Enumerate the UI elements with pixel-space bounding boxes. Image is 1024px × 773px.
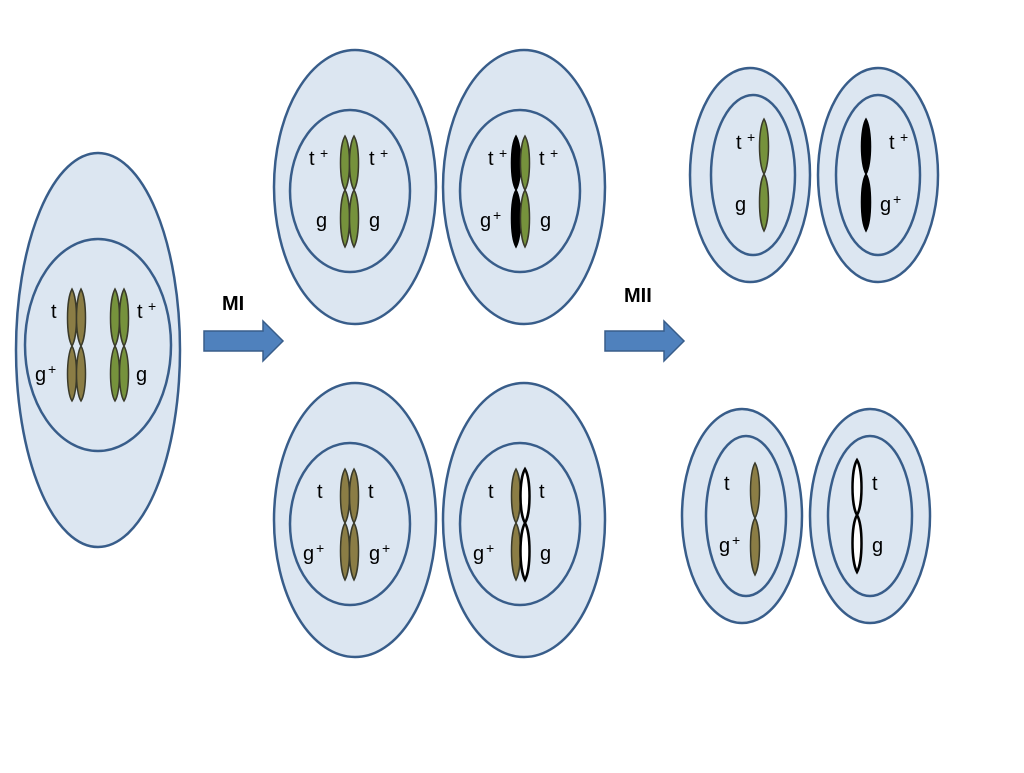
cell-nucleus [458, 108, 582, 274]
mi-bottom-cell-2: t t g + g [441, 381, 607, 659]
chromatid [749, 461, 761, 577]
cell-nucleus [834, 93, 922, 257]
chromatid [75, 287, 87, 403]
cell-nucleus [704, 434, 788, 598]
chromatid [860, 117, 872, 233]
plus-sign: + [732, 532, 740, 548]
cell-nucleus [709, 93, 797, 257]
plus-sign: + [48, 361, 56, 377]
chromatid [758, 117, 770, 233]
cell-nucleus [826, 434, 914, 598]
chromatid [109, 287, 121, 403]
parent-chromosome-olive [66, 287, 87, 403]
step-label-mi: MI [222, 293, 244, 315]
gene-label: g [473, 543, 484, 565]
gene-label: t [368, 481, 374, 503]
mi-top-cell-2: t + t + g + g [441, 48, 607, 326]
mi-bottom-cell-1: t t g + g + [272, 381, 438, 659]
plus-sign: + [893, 191, 901, 207]
gene-label: t [724, 473, 730, 495]
gene-label: g [136, 364, 147, 386]
mii-top-cell-1: t + g [688, 66, 812, 284]
chromatid [339, 134, 351, 249]
chromatid [339, 467, 351, 582]
gene-label: t [137, 301, 143, 323]
chromatid [519, 466, 531, 583]
gene-label: t [872, 473, 878, 495]
mii-bottom-cell-1: t g + [680, 407, 804, 625]
plus-sign: + [380, 145, 388, 161]
mii-arrow: MII [604, 285, 686, 363]
gene-label: g [369, 210, 380, 232]
plus-sign: + [148, 298, 156, 314]
gene-label: g [35, 364, 46, 386]
mi-arrow: MI [203, 293, 285, 363]
gene-label: t [488, 481, 494, 503]
gene-label: t [309, 148, 315, 170]
mi-top-cell-1: t + t + g g [272, 48, 438, 326]
step-label-mii: MII [624, 285, 652, 307]
chromatid [118, 287, 130, 403]
plus-sign: + [550, 145, 558, 161]
chromatid [510, 467, 522, 582]
cell-nucleus [458, 441, 582, 607]
gene-label: g [316, 210, 327, 232]
plus-sign: + [493, 207, 501, 223]
plus-sign: + [499, 145, 507, 161]
gene-label: g [303, 543, 314, 565]
plus-sign: + [316, 540, 324, 556]
chromatid [348, 134, 360, 249]
parent-chromosome-green [109, 287, 130, 403]
gene-label: g [369, 543, 380, 565]
arrow-right-icon [203, 319, 285, 363]
chromatid [348, 467, 360, 582]
gene-label: t [889, 132, 895, 154]
plus-sign: + [320, 145, 328, 161]
gene-label: t [51, 301, 57, 323]
gene-label: g [480, 210, 491, 232]
gene-label: g [719, 535, 730, 557]
parent-cell: t t + g + g [14, 151, 182, 549]
gene-label: g [735, 194, 746, 216]
plus-sign: + [486, 540, 494, 556]
gene-label: g [540, 543, 551, 565]
chromatid [66, 287, 78, 403]
mii-top-cell-2: t + g + [816, 66, 940, 284]
gene-label: t [488, 148, 494, 170]
gene-label: t [736, 132, 742, 154]
plus-sign: + [382, 540, 390, 556]
cell-nucleus [288, 441, 412, 607]
gene-label: t [539, 481, 545, 503]
gene-label: t [317, 481, 323, 503]
chromatid [510, 134, 522, 249]
gene-label: g [880, 194, 891, 216]
parent-cell-nucleus [23, 237, 173, 453]
mii-bottom-cell-2: t g [808, 407, 932, 625]
chromatid [851, 457, 863, 575]
plus-sign: + [747, 129, 755, 145]
plus-sign: + [900, 129, 908, 145]
chromatid [519, 134, 531, 249]
gene-label: t [539, 148, 545, 170]
gene-label: t [369, 148, 375, 170]
arrow-right-icon [604, 319, 686, 363]
cell-nucleus [288, 108, 412, 274]
gene-label: g [872, 535, 883, 557]
gene-label: g [540, 210, 551, 232]
